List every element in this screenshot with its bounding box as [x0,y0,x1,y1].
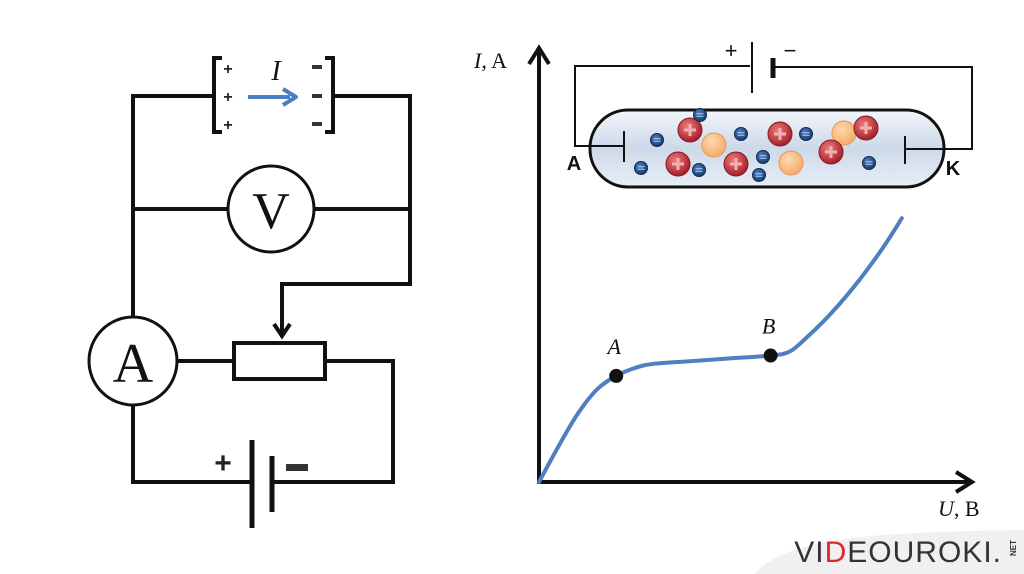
point-label-b: B [762,314,775,339]
positive-ion-icon [818,139,844,165]
y-axis-label-unit: , A [481,48,507,73]
x-axis-label-var: U [938,496,956,521]
wire-slider [280,282,412,334]
watermark-text: VIDEOUROKI. [794,536,1002,570]
watermark-accent: D [824,536,848,569]
tube-battery-minus: − [784,38,797,63]
charge-minus-signs [312,65,322,126]
bracket-left [212,56,222,134]
bracket-right [325,56,335,134]
wire-top-left [131,94,216,484]
negative-ion-icon [756,150,770,164]
point-label-a: A [605,334,621,359]
cathode-label: K [946,158,961,180]
current-label: I [270,56,282,87]
plus-sign: + [223,61,232,78]
watermark-post: EOUROKI. [847,536,1002,569]
negative-ion-icon [752,168,766,182]
positive-ion-icon [853,115,879,141]
neutral-atom-icon [778,150,804,176]
circuit-diagram [131,94,412,484]
y-axis-arrow-icon [527,44,551,66]
battery-minus-label [286,464,308,471]
discharge-gap [212,56,335,134]
positive-ion-icon [767,121,793,147]
positive-ion-icon [665,151,691,177]
discharge-tube [588,108,946,189]
charge-plus-signs: + + + [223,61,232,134]
negative-ion-icon [692,163,706,177]
rheostat-slider-arrow-icon [272,322,292,340]
watermark-swoosh [754,530,1024,574]
point-a [609,368,624,383]
positive-ion-icon [677,117,703,143]
rheostat [232,322,327,381]
tube-particles [634,108,879,182]
negative-ion-icon [734,127,748,141]
negative-ion-icon [634,161,648,175]
voltmeter-label: V [252,183,290,240]
x-axis-label-unit: , B [954,496,980,521]
discharge-tube-diagram: + − A K [567,38,973,189]
battery [249,440,275,528]
y-axis-label: I, A [473,48,507,73]
negative-ion-icon [693,108,707,122]
chart-annotations: AB [605,314,778,383]
wire-top-right [331,94,412,286]
ammeter: A [87,315,179,407]
anode-electrode [590,131,625,162]
x-axis-arrow-icon [954,470,976,494]
negative-ion-icon [650,133,664,147]
minus-sign [312,122,322,126]
neutral-atom-icon [701,132,727,158]
voltmeter: V [226,164,316,254]
iv-chart: I, A U, B AB [473,44,980,521]
x-axis-label: U, B [938,496,980,521]
positive-ion-icon [723,151,749,177]
negative-ion-icon [862,156,876,170]
y-axis-label-var: I [473,48,483,73]
watermark-suffix: NET [1009,540,1018,556]
minus-sign [312,65,322,69]
ammeter-label: A [113,333,154,395]
point-b [763,348,778,363]
plus-sign: + [223,89,232,106]
battery-plus-label: + [214,447,232,480]
plus-sign: + [223,117,232,134]
watermark-logo: VIDEOUROKI. NET [754,530,1024,574]
anode-label: A [567,153,581,175]
minus-sign [312,94,322,98]
current-arrow-icon [248,87,298,107]
cathode-electrode [904,136,944,164]
tube-battery-plus: + [725,38,738,63]
iv-curve-line [537,216,904,484]
negative-ion-icon [799,127,813,141]
wire-rheostat-right [323,359,395,484]
watermark-pre: VI [794,536,825,569]
